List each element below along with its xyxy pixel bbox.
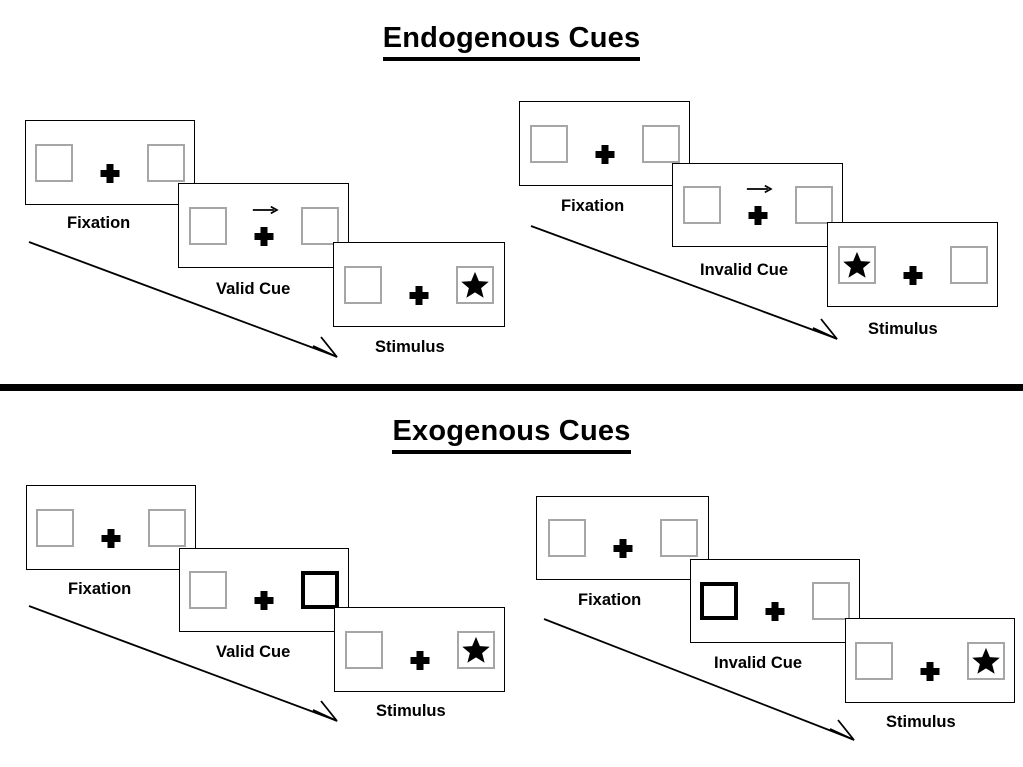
panel-endogenous-valid-fixation[interactable] [25, 120, 195, 205]
left-box [344, 630, 383, 669]
fixation-cross-icon [254, 591, 274, 610]
star-icon [461, 636, 490, 663]
right-box [967, 641, 1005, 680]
right-box [641, 124, 680, 163]
center-column [590, 123, 620, 165]
center-column [898, 244, 928, 286]
caption-exogenous-invalid-fixation: Fixation [578, 591, 642, 609]
right-box [949, 245, 988, 284]
caption-exogenous-valid-stimulus: Stimulus [376, 702, 446, 720]
right-box-cued [301, 571, 339, 609]
center-column [608, 517, 638, 559]
center-column [915, 640, 945, 682]
left-box [188, 206, 227, 245]
right-box [456, 265, 494, 304]
left-box [36, 508, 74, 547]
center-column [249, 569, 279, 611]
section-title-endogenous: Endogenous Cues [0, 22, 1023, 61]
arrow-cue-icon [252, 205, 279, 214]
caption-endogenous-valid-fixation: Fixation [67, 214, 131, 232]
fixation-cross-icon [920, 661, 940, 681]
caption-endogenous-valid-cue: Valid Cue [216, 280, 291, 298]
arrow-cue-icon [746, 184, 773, 194]
panel-exogenous-invalid-cue[interactable] [690, 559, 860, 643]
fixation-cross-icon [409, 285, 429, 305]
center-column [743, 184, 773, 226]
center-column [249, 205, 279, 247]
fixation-cross-icon [748, 206, 767, 225]
left-box [344, 265, 382, 304]
caption-exogenous-valid-cue: Valid Cue [216, 643, 291, 661]
panel-endogenous-valid-cue[interactable] [178, 183, 349, 268]
right-box [147, 143, 185, 182]
right-box [300, 206, 339, 245]
right-box [456, 630, 495, 669]
right-box [659, 519, 698, 557]
left-box [189, 571, 227, 609]
panel-exogenous-valid-fixation[interactable] [26, 485, 196, 570]
center-column [96, 507, 126, 549]
panel-exogenous-valid-stimulus[interactable] [334, 607, 505, 692]
center-column [760, 580, 790, 622]
fixation-cross-icon [410, 650, 429, 670]
fixation-cross-icon [100, 163, 120, 183]
panel-exogenous-valid-cue[interactable] [179, 548, 349, 632]
left-box [855, 641, 893, 680]
fixation-cross-icon [903, 265, 922, 285]
right-box [812, 582, 850, 620]
right-box [794, 186, 833, 224]
panel-endogenous-invalid-cue[interactable] [672, 163, 843, 247]
fixation-cross-icon [595, 144, 614, 164]
fixation-cross-icon [613, 539, 632, 558]
caption-endogenous-invalid-fixation: Fixation [561, 197, 625, 215]
star-icon [842, 251, 871, 278]
fixation-cross-icon [101, 528, 121, 548]
caption-endogenous-invalid-cue: Invalid Cue [700, 261, 789, 279]
center-column [405, 629, 435, 671]
panel-endogenous-invalid-fixation[interactable] [519, 101, 690, 186]
panel-exogenous-invalid-stimulus[interactable] [845, 618, 1015, 703]
left-box [547, 519, 586, 557]
fixation-cross-icon [254, 226, 273, 246]
caption-endogenous-invalid-stimulus: Stimulus [868, 320, 938, 338]
panel-endogenous-valid-stimulus[interactable] [333, 242, 505, 327]
section-title-exogenous: Exogenous Cues [0, 415, 1023, 454]
left-box [529, 124, 568, 163]
panel-endogenous-invalid-stimulus[interactable] [827, 222, 998, 307]
caption-exogenous-valid-fixation: Fixation [68, 580, 132, 598]
right-box [148, 508, 186, 547]
section-title-exogenous-text: Exogenous Cues [392, 415, 631, 454]
caption-endogenous-valid-stimulus: Stimulus [375, 338, 445, 356]
caption-exogenous-invalid-stimulus: Stimulus [886, 713, 956, 731]
star-icon [461, 271, 489, 298]
caption-exogenous-invalid-cue: Invalid Cue [714, 654, 803, 672]
center-column [95, 142, 125, 184]
center-column [404, 264, 434, 306]
panel-exogenous-invalid-fixation[interactable] [536, 496, 709, 580]
left-box [682, 186, 721, 224]
left-box [837, 245, 876, 284]
left-box-cued [700, 582, 738, 620]
left-box [35, 143, 73, 182]
section-divider [0, 384, 1023, 391]
fixation-cross-icon [765, 602, 785, 621]
section-title-endogenous-text: Endogenous Cues [382, 22, 641, 61]
star-icon [972, 647, 1000, 674]
